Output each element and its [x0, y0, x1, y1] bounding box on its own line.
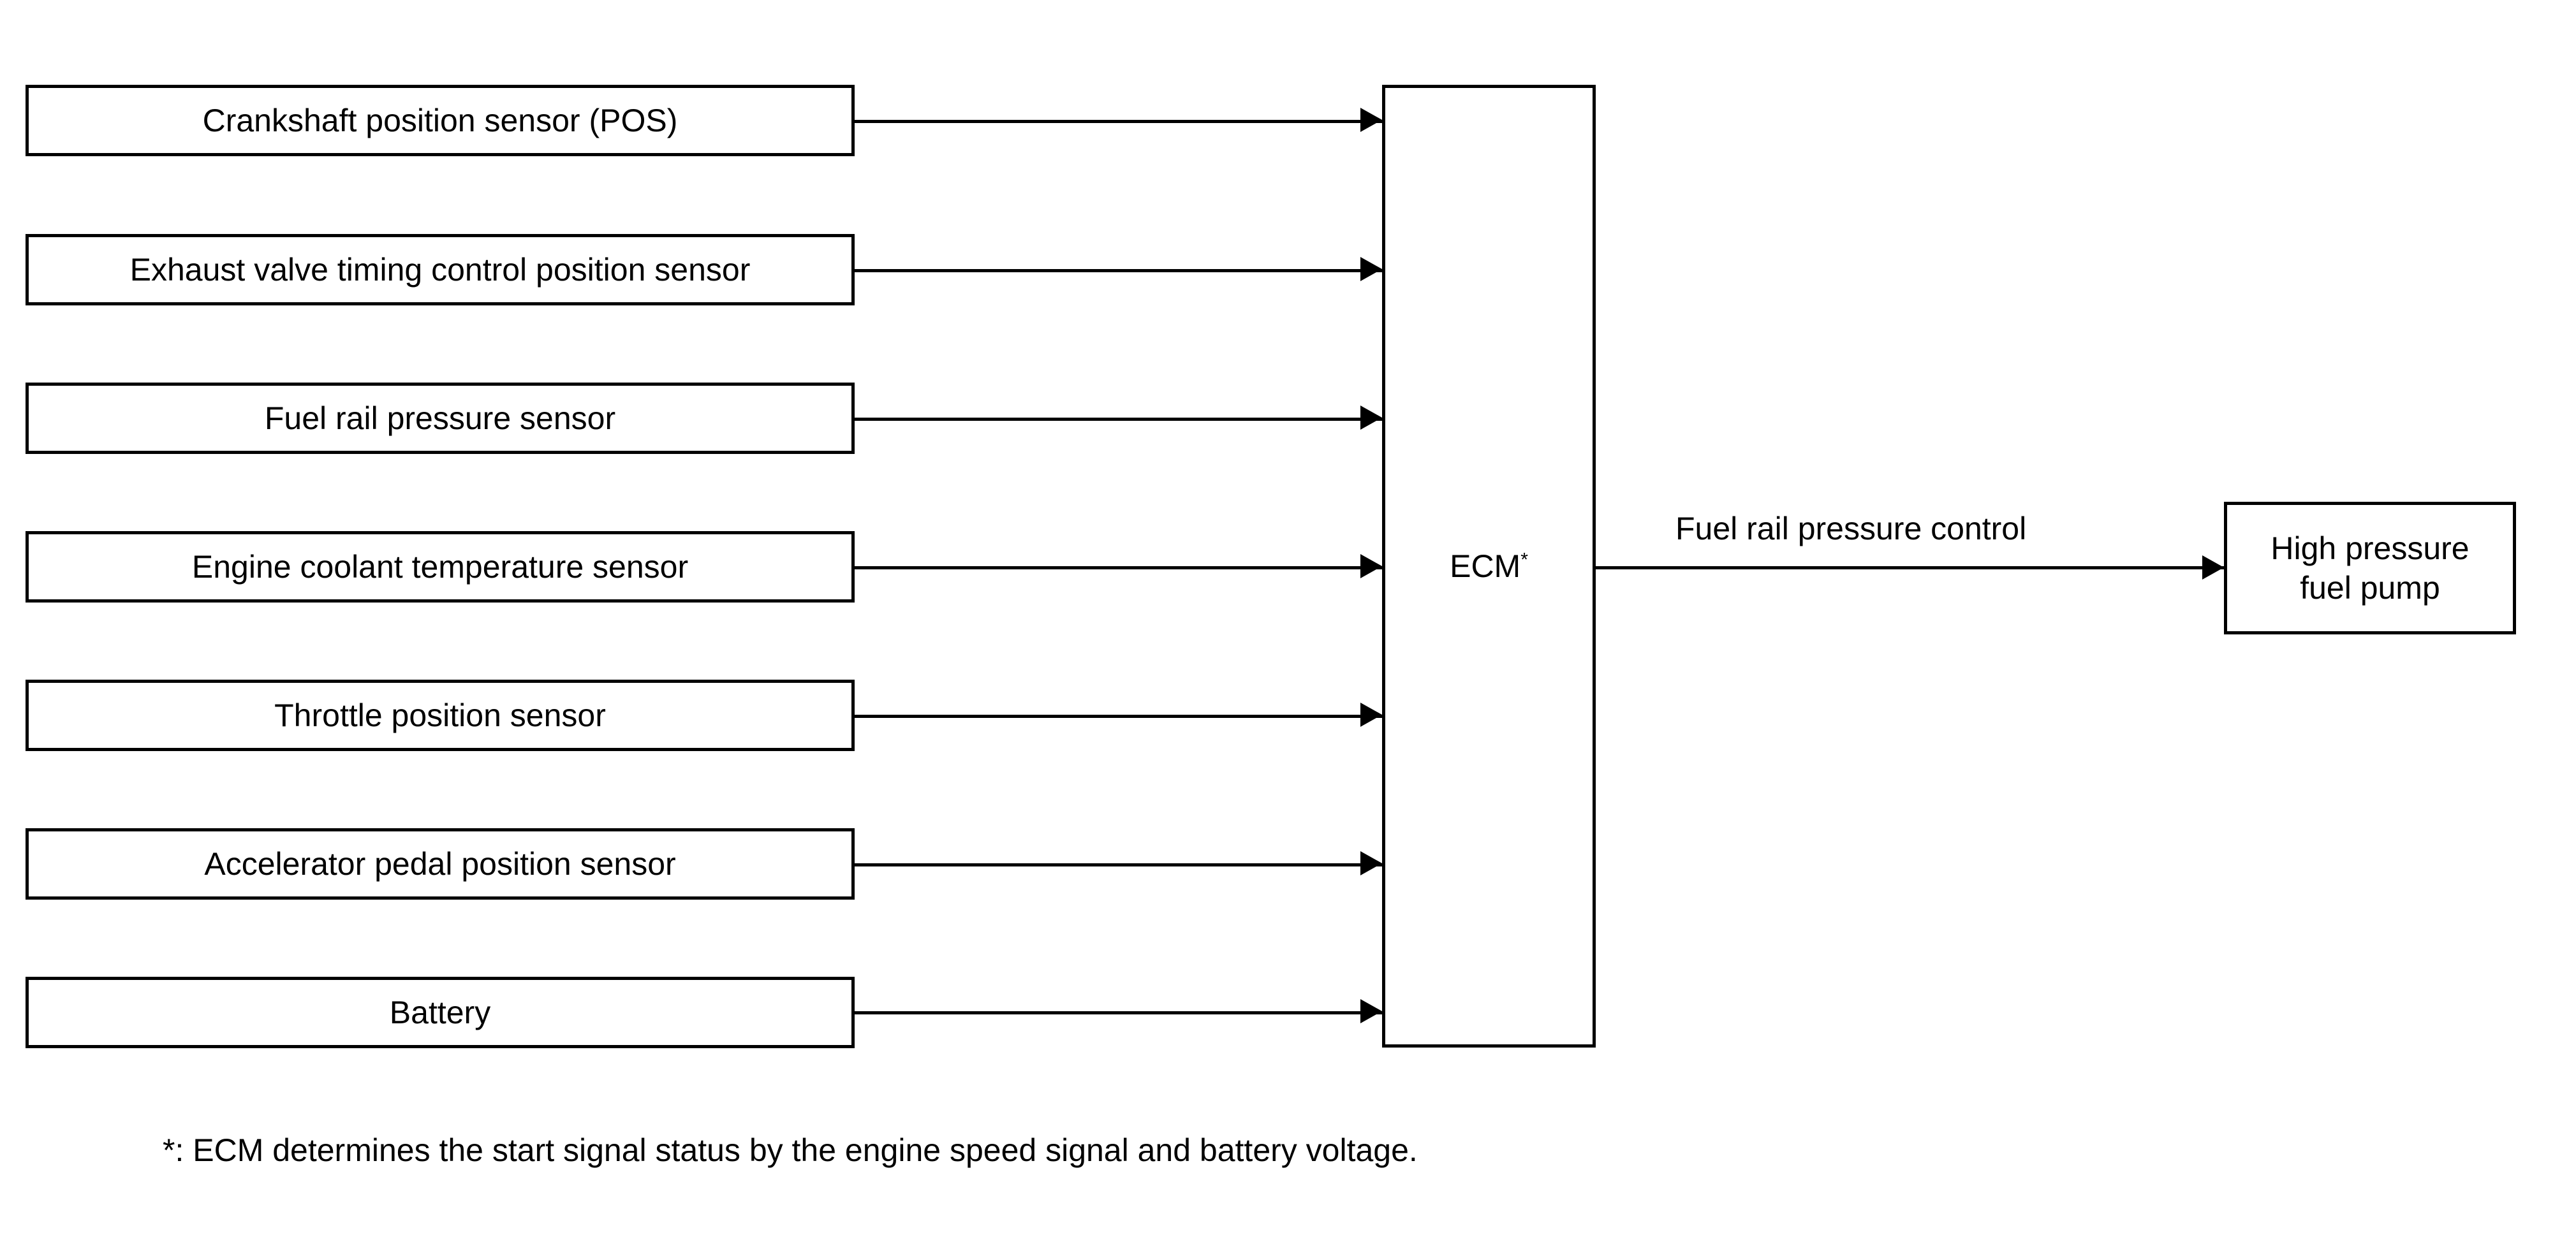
sensor-node-label: Throttle position sensor: [274, 697, 606, 733]
sensor-node: Exhaust valve timing control position se…: [26, 234, 855, 305]
output-arrowhead-icon: [2202, 555, 2224, 580]
footnote-text: *: ECM determines the start signal statu…: [163, 1132, 1418, 1168]
sensor-connector-line: [855, 715, 1382, 718]
sensor-node: Throttle position sensor: [26, 680, 855, 751]
sensor-node-label: Battery: [389, 994, 491, 1030]
sensor-connector-line: [855, 863, 1382, 866]
ecm-node-label: ECM*: [1450, 546, 1528, 587]
sensor-connector-line: [855, 566, 1382, 569]
sensor-arrowhead-icon: [1360, 257, 1382, 281]
sensor-node-label: Engine coolant temperature sensor: [191, 548, 689, 585]
high-pressure-fuel-pump-node: High pressure fuel pump: [2224, 502, 2516, 634]
sensor-arrowhead-icon: [1360, 703, 1382, 727]
sensor-node: Accelerator pedal position sensor: [26, 828, 855, 900]
sensor-node: Fuel rail pressure sensor: [26, 383, 855, 454]
sensor-connector-line: [855, 418, 1382, 421]
sensor-arrowhead-icon: [1360, 999, 1382, 1023]
sensor-connector-line: [855, 1011, 1382, 1014]
sensor-connector-line: [855, 120, 1382, 123]
sensor-node: Engine coolant temperature sensor: [26, 531, 855, 603]
sensor-connector-line: [855, 269, 1382, 272]
sensor-arrowhead-icon: [1360, 406, 1382, 430]
sensor-node-label: Crankshaft position sensor (POS): [202, 102, 678, 138]
sensor-node: Crankshaft position sensor (POS): [26, 85, 855, 156]
sensor-node-label: Exhaust valve timing control position se…: [129, 251, 751, 288]
sensor-arrowhead-icon: [1360, 554, 1382, 578]
output-connector-line: [1596, 566, 2224, 569]
sensor-node-label: Fuel rail pressure sensor: [264, 400, 616, 436]
output-edge-label: Fuel rail pressure control: [1675, 511, 2027, 546]
sensor-node-label: Accelerator pedal position sensor: [204, 845, 676, 882]
ecm-node: ECM*: [1382, 85, 1596, 1048]
ecm-footnote-marker: *: [1520, 549, 1528, 571]
sensor-arrowhead-icon: [1360, 108, 1382, 132]
high-pressure-fuel-pump-label: High pressure fuel pump: [2271, 530, 2469, 606]
ecm-label-text: ECM: [1450, 548, 1521, 584]
sensor-arrowhead-icon: [1360, 851, 1382, 875]
sensor-node: Battery: [26, 977, 855, 1048]
